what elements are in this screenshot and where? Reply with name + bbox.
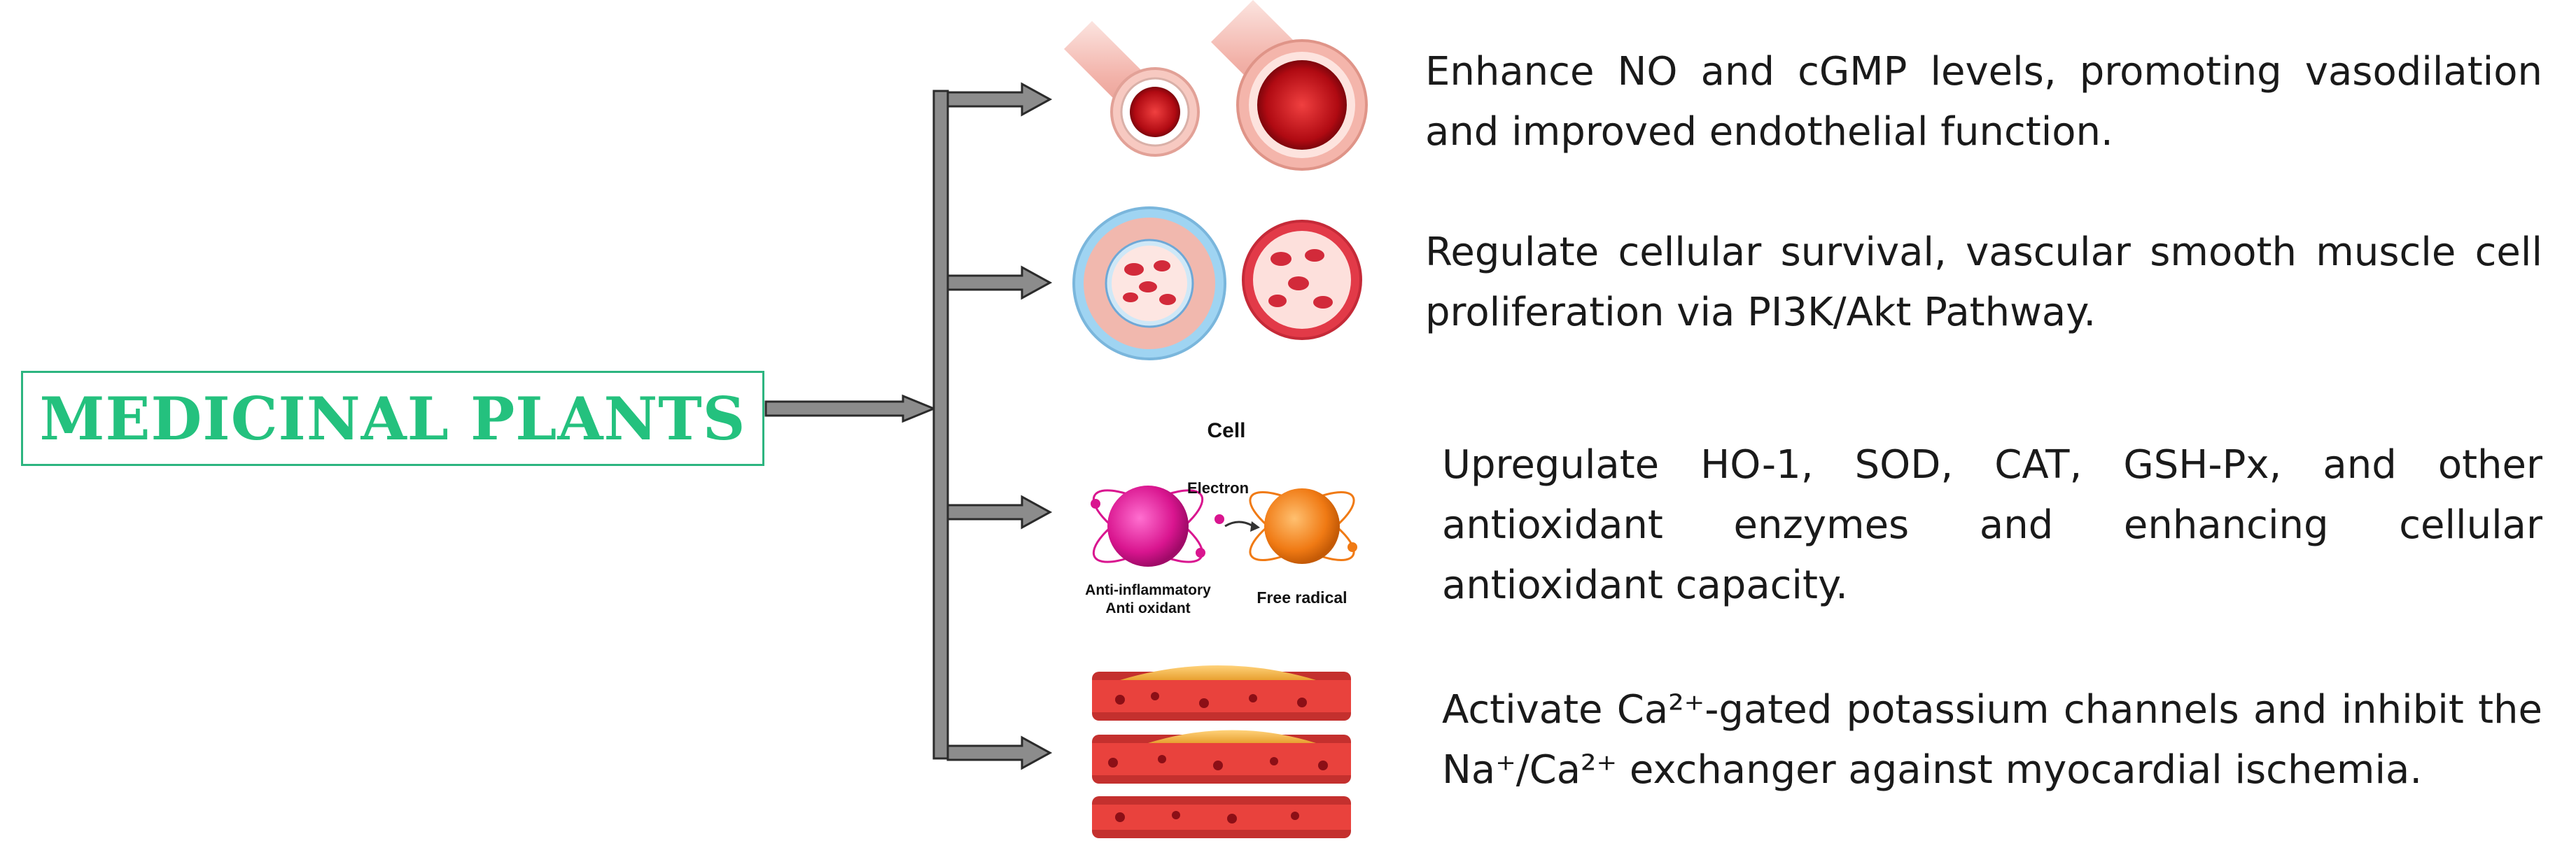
branch-arrow-3: [946, 495, 1053, 530]
branch-arrow-2: [946, 265, 1053, 300]
artery-plaque-icon: [1092, 665, 1351, 838]
mechanism-text-1: Enhance NO and cGMP levels, promoting va…: [1425, 49, 2542, 155]
antioxidant-free-radical-icon: Cell Electron Anti-inflammatory Anti oxi…: [1085, 419, 1357, 616]
electron-label: Electron: [1187, 479, 1249, 497]
trunk-line: [932, 90, 949, 760]
blood-vessel-cross-section-icon: [1064, 0, 1368, 171]
diagram-title: MEDICINAL PLANTS: [39, 383, 746, 453]
anti-oxidant-label: Anti oxidant: [1105, 600, 1190, 616]
mechanism-text-2: Regulate cellular survival, vascular smo…: [1425, 229, 2542, 335]
anti-inflammatory-label: Anti-inflammatory: [1085, 582, 1211, 598]
mechanism-text-3: Upregulate HO-1, SOD, CAT, GSH-Px, and o…: [1442, 442, 2542, 608]
branch-arrow-4: [946, 735, 1053, 770]
main-arrow: [764, 394, 937, 423]
free-radical-label: Free radical: [1256, 588, 1347, 607]
branch-arrow-1: [946, 82, 1053, 117]
vessel-cell-section-icon: [1072, 206, 1362, 360]
cell-label: Cell: [1207, 419, 1245, 442]
medicinal-plants-box: MEDICINAL PLANTS: [21, 371, 764, 466]
mechanism-text-4: Activate Ca²⁺-gated potassium channels a…: [1442, 687, 2542, 793]
